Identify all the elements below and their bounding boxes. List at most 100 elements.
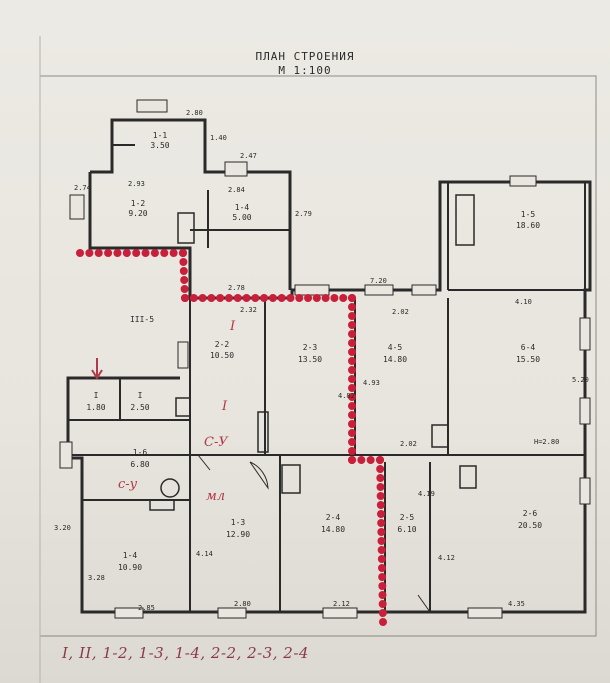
- room-1-1-label: 1-1: [153, 131, 168, 140]
- route-dot: [348, 303, 356, 311]
- route-dot: [348, 411, 356, 419]
- route-dot: [179, 267, 188, 275]
- route-dot: [122, 249, 131, 257]
- route-dot: [169, 249, 178, 257]
- window: [411, 284, 437, 296]
- stove-icon: [257, 411, 269, 453]
- route-dot: [179, 258, 188, 266]
- route-dot: [251, 294, 260, 302]
- route-dot: [378, 591, 387, 599]
- stove-icon: [177, 212, 195, 244]
- window: [579, 477, 591, 505]
- route-dot: [339, 294, 348, 302]
- route-dot: [348, 312, 356, 320]
- route-dot: [377, 510, 385, 518]
- dim-label: 4.19: [418, 490, 435, 498]
- room-6-4-label: 6-4: [521, 343, 536, 352]
- route-dot: [378, 600, 387, 608]
- sink-icon: [455, 194, 475, 246]
- route-dot: [321, 294, 330, 302]
- dim-label: 2.80: [234, 600, 251, 608]
- door: [197, 454, 211, 471]
- room-2-3-label: 2-3: [303, 343, 318, 352]
- dimension-labels: 2.80 1.40 2.47 2.93 2.84 2.74 2.79 2.78 …: [54, 109, 589, 612]
- dim-label: 2.84: [228, 186, 245, 194]
- door: [249, 461, 269, 490]
- dim-label: 4.14: [196, 550, 213, 558]
- room-2-4-area: 14.80: [321, 525, 345, 534]
- boiler-icon: [160, 478, 180, 498]
- room-1-6-area: 6.80: [130, 460, 149, 469]
- route-dot: [357, 456, 366, 464]
- room-2-2-label: 2-2: [215, 340, 230, 349]
- window: [467, 607, 503, 619]
- route-dot: [312, 294, 321, 302]
- route-dot: [348, 447, 356, 455]
- route-dot: [179, 249, 187, 257]
- dim-label: 2.02: [400, 440, 417, 448]
- handwritten-note: I, II, 1-2, 1-3, 1-4, 2-2, 2-3, 2-4: [62, 644, 309, 662]
- route-dot: [295, 294, 304, 302]
- route-dot: [85, 249, 94, 257]
- doors: [197, 454, 431, 613]
- dim-label: H=2.80: [534, 438, 559, 446]
- window: [364, 284, 394, 296]
- route-dot: [207, 294, 216, 302]
- route-dot: [379, 618, 387, 626]
- room-1-b-label: I: [138, 391, 143, 400]
- room-1-a-label: I: [94, 391, 99, 400]
- room-2-5-area: 6.10: [397, 525, 416, 534]
- route-dot: [141, 249, 150, 257]
- room-1-4-area: 10.90: [118, 563, 142, 572]
- dim-label: 4.35: [508, 600, 525, 608]
- route-dot: [348, 339, 356, 347]
- window: [322, 607, 358, 619]
- stove-icon: [281, 464, 301, 494]
- route-dot: [348, 438, 356, 446]
- red-annotations: I I С-У с-у мл: [118, 319, 236, 504]
- room-1-2-top-area: 9.20: [128, 209, 147, 218]
- route-dot: [376, 456, 384, 464]
- dim-label: 2.85: [138, 604, 155, 612]
- route-dot: [348, 375, 356, 383]
- route-dot: [348, 366, 356, 374]
- annotation-mark: I: [229, 319, 236, 334]
- route-dot: [348, 420, 356, 428]
- route-dot: [377, 555, 386, 563]
- dim-label: 2.93: [128, 180, 145, 188]
- red-route: [76, 249, 387, 626]
- route-dot: [378, 564, 386, 572]
- route-dot: [330, 294, 339, 302]
- dim-label: 2.79: [295, 210, 312, 218]
- route-dot: [180, 276, 189, 284]
- room-2-2-area: 10.50: [210, 351, 234, 360]
- stove-icon: [459, 465, 477, 489]
- room-1-1-area: 3.50: [150, 141, 169, 150]
- route-dot: [304, 294, 313, 302]
- route-dot: [268, 294, 277, 302]
- dim-label: 2.74: [74, 184, 91, 192]
- room-1-4-top-label: 1-4: [235, 203, 250, 212]
- route-dot: [160, 249, 169, 257]
- room-4-5-area: 14.80: [383, 355, 407, 364]
- room-1-5-label: 1-5: [521, 210, 536, 219]
- room-4-5-label: 4-5: [388, 343, 403, 352]
- route-dot: [376, 474, 385, 482]
- annotation-mark: I: [221, 399, 228, 414]
- fixtures: [149, 194, 477, 511]
- room-6-4-area: 15.50: [516, 355, 540, 364]
- annotation-mark: мл: [206, 489, 225, 504]
- route-dot: [376, 483, 385, 491]
- dim-label: 3.28: [88, 574, 105, 582]
- window: [294, 284, 330, 296]
- route-dot: [242, 294, 251, 302]
- route-dot: [189, 294, 198, 302]
- window: [177, 341, 189, 369]
- route-dot: [376, 492, 385, 500]
- route-dot: [378, 609, 387, 617]
- window: [579, 397, 591, 425]
- plan-scale: М 1:100: [278, 64, 332, 77]
- dim-label: 2.12: [333, 600, 350, 608]
